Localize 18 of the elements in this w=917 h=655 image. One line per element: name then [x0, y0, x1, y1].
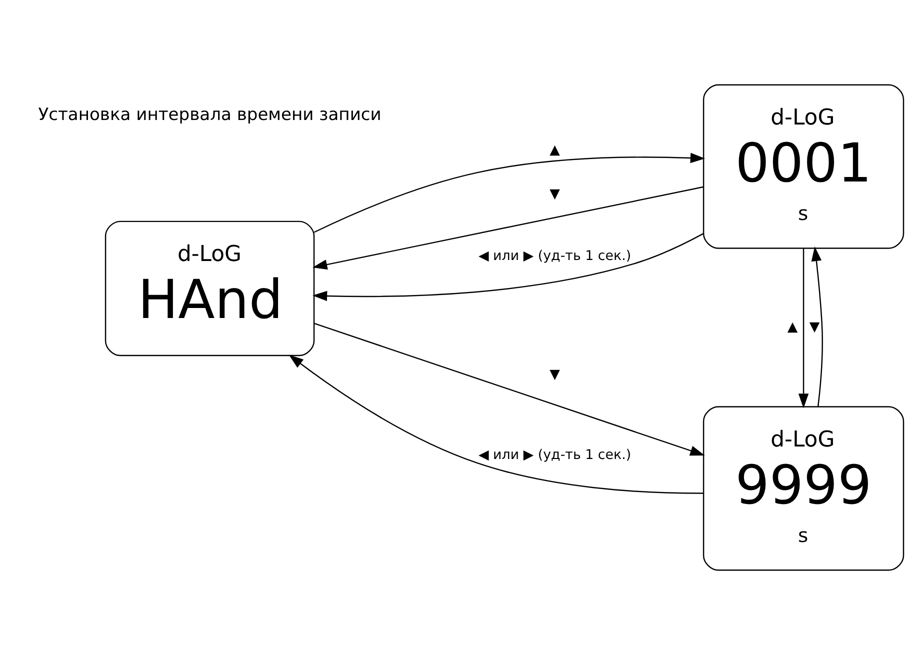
arrow: [288, 354, 704, 494]
arrow: [312, 186, 704, 270]
edge-label: ▼: [809, 320, 820, 335]
edge-label: ◀ или ▶ (уд-ть 1 сек.): [478, 249, 632, 264]
arrow: [798, 248, 809, 408]
edge-label: ◀ или ▶ (уд-ть 1 сек.): [478, 448, 632, 463]
edge-label: ▼: [550, 187, 560, 202]
arrow: [314, 322, 705, 456]
arrow: [312, 233, 704, 302]
edge-label: ▲: [787, 320, 798, 335]
arrow: [811, 246, 823, 407]
label: Установка интервала времени записи: [38, 104, 382, 125]
arrow: [314, 152, 706, 233]
node-box: d-LoG 0001 s: [702, 84, 904, 249]
node-box: d-LoG 9999 s: [702, 406, 904, 571]
edge-label: ▼: [550, 367, 560, 382]
edge-label: ▲: [550, 143, 560, 158]
node-box: d-LoG HAnd: [104, 220, 315, 356]
